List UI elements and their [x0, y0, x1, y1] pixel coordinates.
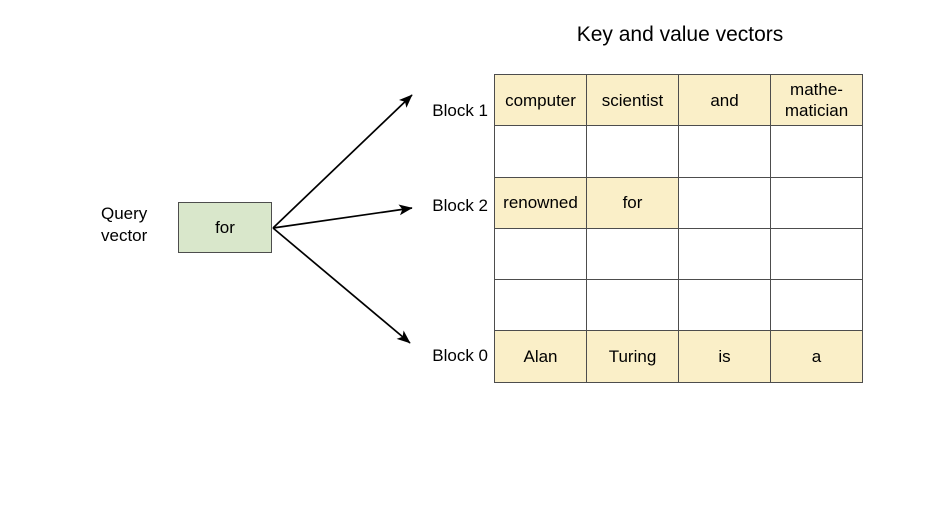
grid-row	[494, 125, 863, 178]
grid-cell-empty[interactable]	[770, 279, 863, 332]
grid-cell-empty[interactable]	[770, 176, 863, 229]
grid-cell-token[interactable]: is	[678, 330, 771, 383]
arrow-to-block-2	[272, 204, 413, 229]
grid-cell-token[interactable]: a	[770, 330, 863, 383]
grid-cell-token[interactable]: for	[586, 176, 679, 229]
grid-cell-token[interactable]: mathe-matician	[770, 73, 863, 127]
grid-cell-token[interactable]: renowned	[494, 176, 587, 229]
grid-cell-empty[interactable]	[678, 227, 771, 281]
grid-cell-empty[interactable]	[586, 125, 679, 178]
arrow-to-block-0	[272, 227, 411, 344]
arrow-to-block-1	[272, 94, 413, 229]
grid-cell-empty[interactable]	[678, 176, 771, 229]
grid-cell-empty[interactable]	[586, 279, 679, 332]
query-vector-token: for	[215, 217, 235, 237]
grid-cell-empty[interactable]	[678, 125, 771, 178]
grid-cell-empty[interactable]	[770, 227, 863, 281]
grid-cell-empty[interactable]	[586, 227, 679, 281]
grid-cell-empty[interactable]	[494, 279, 587, 332]
grid-cell-empty[interactable]	[494, 125, 587, 178]
query-vector-box[interactable]: for	[178, 202, 272, 253]
grid-cell-token[interactable]: and	[678, 73, 771, 127]
grid-cell-token[interactable]: scientist	[586, 73, 679, 127]
query-vector-label-line-2: vector	[101, 226, 148, 245]
grid-cell-token[interactable]: Alan	[494, 330, 587, 383]
grid-cell-empty[interactable]	[494, 227, 587, 281]
block-label-1: Block 1	[432, 101, 488, 120]
grid-cell-token[interactable]: computer	[494, 73, 587, 127]
query-vector-label: Query vector	[101, 203, 177, 247]
block-label-2: Block 2	[432, 196, 488, 215]
grid-cell-empty[interactable]	[678, 279, 771, 332]
query-vector-label-line-1: Query	[101, 204, 148, 223]
grid-cell-token[interactable]: Turing	[586, 330, 679, 383]
grid-row	[494, 279, 863, 332]
grid-cell-empty[interactable]	[770, 125, 863, 178]
page-title: Key and value vectors	[576, 23, 784, 46]
grid-row	[494, 227, 863, 281]
block-label-0: Block 0	[432, 346, 488, 365]
